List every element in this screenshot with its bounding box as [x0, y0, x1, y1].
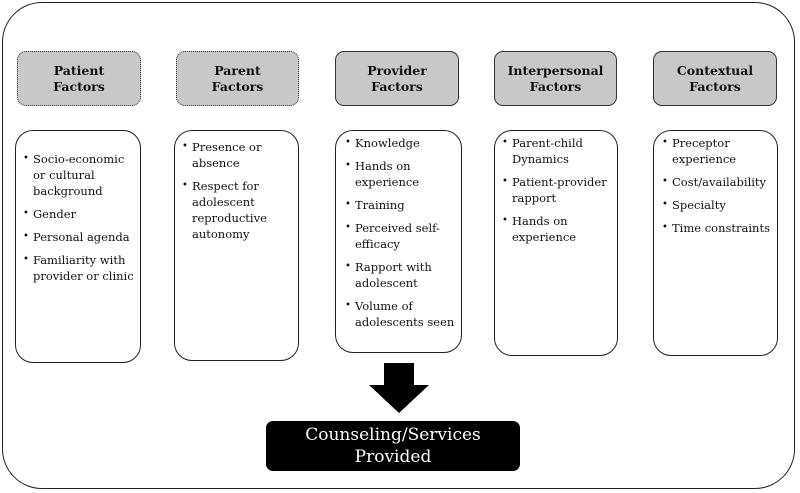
list-item: Specialty — [662, 197, 771, 213]
list-item: Patient-provider rapport — [502, 174, 611, 206]
header-provider-factors: Provider Factors — [335, 51, 459, 106]
list-item: Respect for adolescent reproductive auto… — [182, 178, 292, 242]
header-parent-label: Parent Factors — [211, 62, 264, 94]
list-item: Training — [345, 197, 455, 213]
down-arrow-icon — [369, 363, 429, 413]
list-item: Familiarity with provider or clinic — [23, 252, 134, 284]
header-patient-factors: Patient Factors — [17, 51, 141, 106]
header-patient-label: Patient Factors — [53, 62, 105, 94]
list-item: Volume of adolescents seen — [345, 298, 455, 330]
list-item: Preceptor experience — [662, 135, 771, 167]
list-contextual-factors: Preceptor experience Cost/availability S… — [662, 135, 771, 236]
header-interpersonal-label: Interpersonal Factors — [507, 62, 604, 94]
list-provider-factors: Knowledge Hands on experience Training P… — [345, 135, 455, 330]
list-item: Knowledge — [345, 135, 455, 151]
list-item: Gender — [23, 206, 134, 222]
list-item: Socio-economic or cultural background — [23, 151, 134, 199]
header-contextual-label: Contextual Factors — [676, 62, 754, 94]
box-parent-factors: Presence or absence Respect for adolesce… — [174, 130, 299, 361]
list-patient-factors: Socio-economic or cultural background Ge… — [23, 151, 134, 284]
header-parent-factors: Parent Factors — [176, 51, 299, 106]
box-provider-factors: Knowledge Hands on experience Training P… — [335, 130, 462, 353]
box-contextual-factors: Preceptor experience Cost/availability S… — [653, 130, 778, 356]
header-interpersonal-factors: Interpersonal Factors — [494, 51, 617, 106]
list-item: Hands on experience — [345, 158, 455, 190]
list-item: Time constraints — [662, 220, 771, 236]
header-contextual-factors: Contextual Factors — [653, 51, 777, 106]
list-item: Cost/availability — [662, 174, 771, 190]
list-parent-factors: Presence or absence Respect for adolesce… — [182, 139, 292, 242]
list-interpersonal-factors: Parent-child Dynamics Patient-provider r… — [502, 135, 611, 245]
outcome-box: Counseling/Services Provided — [266, 421, 520, 471]
list-item: Presence or absence — [182, 139, 292, 171]
outcome-label: Counseling/Services Provided — [305, 425, 481, 467]
list-item: Perceived self-efficacy — [345, 220, 455, 252]
header-provider-label: Provider Factors — [367, 62, 427, 94]
list-item: Hands on experience — [502, 213, 611, 245]
box-patient-factors: Socio-economic or cultural background Ge… — [15, 130, 141, 363]
list-item: Personal agenda — [23, 229, 134, 245]
list-item: Rapport with adolescent — [345, 259, 455, 291]
list-item: Parent-child Dynamics — [502, 135, 611, 167]
down-arrow-shape — [369, 363, 429, 413]
box-interpersonal-factors: Parent-child Dynamics Patient-provider r… — [494, 130, 618, 356]
